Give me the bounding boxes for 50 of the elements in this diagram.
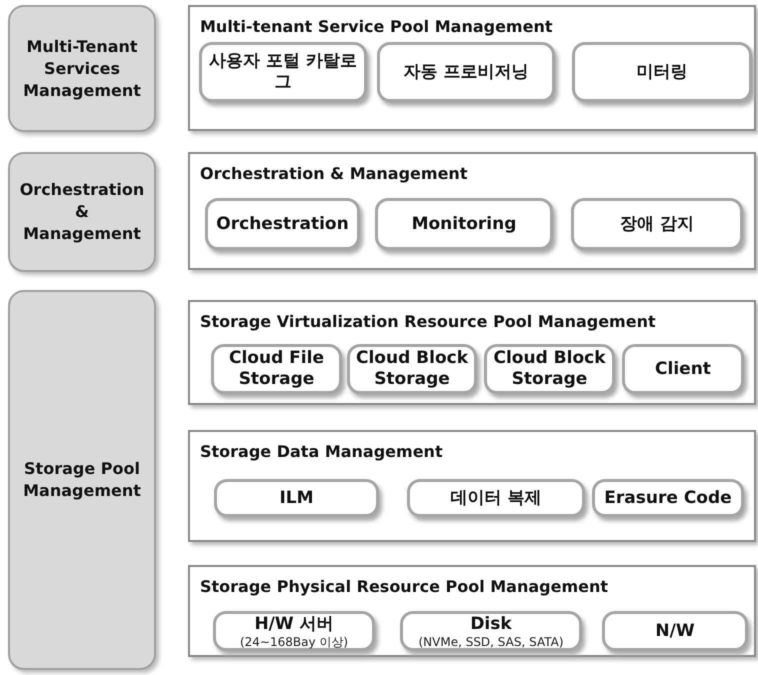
category-label: Orchestration & Management	[18, 179, 146, 245]
function-box	[213, 611, 375, 651]
box-label: Cloud Block Storage	[492, 348, 607, 390]
box-label: H/W 서버	[254, 614, 334, 634]
category-label: Storage Pool Management	[22, 458, 142, 502]
box-label: Erasure Code	[604, 488, 732, 508]
function-box	[484, 344, 615, 394]
box-label: Orchestration	[216, 214, 349, 234]
category-label: Multi-Tenant Services Management	[22, 36, 142, 102]
panel-title: Storage Virtualization Resource Pool Management	[200, 312, 656, 331]
box-label: 자동 프로비저닝	[404, 62, 528, 82]
panel-title: Orchestration & Management	[200, 164, 468, 183]
function-box	[375, 198, 553, 250]
box-label: N/W	[655, 620, 695, 642]
box-sublabel: (24~168Bay 이상)	[240, 634, 348, 648]
layer-panel	[188, 152, 756, 270]
function-box	[407, 479, 585, 517]
function-box	[205, 198, 360, 250]
box-label: Cloud Block Storage	[354, 348, 470, 390]
function-box	[571, 198, 743, 250]
box-label: Disk	[470, 614, 512, 634]
layer-panel	[188, 565, 756, 657]
function-box	[592, 479, 744, 517]
function-box	[622, 344, 744, 394]
box-label: Monitoring	[412, 214, 516, 234]
function-box	[214, 479, 379, 517]
function-box	[347, 344, 477, 394]
panel-title: Storage Physical Resource Pool Management	[200, 577, 608, 596]
box-label: 미터링	[636, 62, 688, 82]
box-label: ILM	[279, 488, 314, 508]
category-box	[8, 152, 156, 272]
layer-panel	[188, 430, 756, 542]
box-label: 사용자 포털 카탈로그	[208, 51, 358, 93]
function-box	[572, 42, 752, 102]
box-label: Cloud File Storage	[228, 348, 325, 390]
category-box	[8, 5, 156, 132]
box-label: 데이터 복제	[450, 488, 542, 508]
layer-panel	[188, 5, 756, 131]
function-box	[377, 42, 555, 102]
box-sublabel: (NVMe, SSD, SAS, SATA)	[418, 634, 564, 648]
panel-title: Multi-tenant Service Pool Management	[200, 17, 552, 36]
panel-title: Storage Data Management	[200, 442, 443, 461]
box-label: 장애 감지	[620, 214, 694, 234]
category-box	[8, 290, 156, 670]
function-box	[602, 611, 748, 651]
layer-panel	[188, 300, 756, 405]
function-box	[400, 611, 582, 651]
box-label: Client	[655, 358, 711, 380]
function-box	[211, 344, 342, 394]
function-box	[199, 42, 367, 102]
